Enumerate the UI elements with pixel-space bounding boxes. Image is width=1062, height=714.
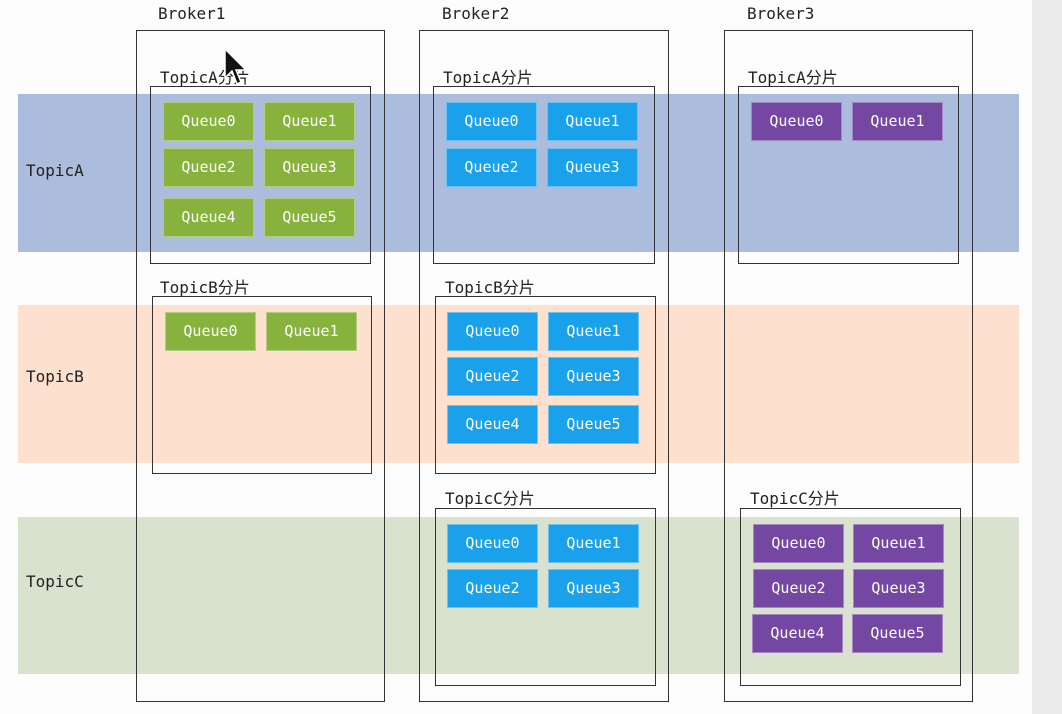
broker-3-topic-c-partition [740,508,961,686]
queue: Queue3 [547,148,638,187]
queue: Queue5 [548,405,639,444]
queue: Queue3 [264,148,355,187]
broker-1-topic-b-partition-label: TopicB分片 [160,278,250,297]
broker-2-topic-b-partition [435,296,656,474]
queue: Queue2 [447,569,538,608]
mouse-cursor-icon [224,48,248,86]
queue: Queue3 [548,357,639,396]
queue: Queue0 [446,102,537,141]
topic-c-label: TopicC [26,572,84,591]
broker-1-topic-b-partition [152,296,372,474]
queue: Queue0 [447,524,538,563]
queue: Queue1 [852,102,943,141]
queue: Queue0 [165,312,256,351]
broker-2-topic-c-partition-label: TopicC分片 [445,489,535,508]
queue: Queue3 [548,569,639,608]
queue: Queue2 [163,148,254,187]
right-edge-strip [1032,0,1062,714]
queue: Queue0 [447,312,538,351]
queue: Queue5 [852,614,943,653]
broker-2-topic-c-partition [435,508,656,686]
queue: Queue3 [853,569,944,608]
queue: Queue0 [751,102,842,141]
queue: Queue0 [753,524,844,563]
queue: Queue4 [163,198,254,237]
broker-3-topic-a-partition-label: TopicA分片 [748,68,838,87]
broker-1-label: Broker1 [158,4,226,23]
queue: Queue5 [264,198,355,237]
broker-3-label: Broker3 [747,4,815,23]
queue: Queue0 [163,102,254,141]
broker-3-topic-a-partition [738,86,959,264]
queue: Queue2 [447,357,538,396]
broker-2-topic-a-partition-label: TopicA分片 [443,68,533,87]
broker-2-topic-b-partition-label: TopicB分片 [445,278,535,297]
queue: Queue1 [853,524,944,563]
broker-1-box [136,30,385,702]
broker-2-topic-a-partition [433,86,655,264]
broker-2-box [419,30,669,702]
queue: Queue1 [547,102,638,141]
queue: Queue4 [752,614,843,653]
queue: Queue4 [447,405,538,444]
broker-1-topic-a-partition [150,86,371,264]
queue: Queue1 [548,312,639,351]
broker-3-topic-c-partition-label: TopicC分片 [750,489,840,508]
broker-3-box [724,30,973,702]
queue: Queue2 [446,148,537,187]
queue: Queue1 [266,312,357,351]
queue: Queue1 [548,524,639,563]
topic-a-label: TopicA [26,161,84,180]
topic-b-label: TopicB [26,367,84,386]
queue: Queue1 [264,102,355,141]
broker-2-label: Broker2 [442,4,510,23]
queue: Queue2 [753,569,844,608]
